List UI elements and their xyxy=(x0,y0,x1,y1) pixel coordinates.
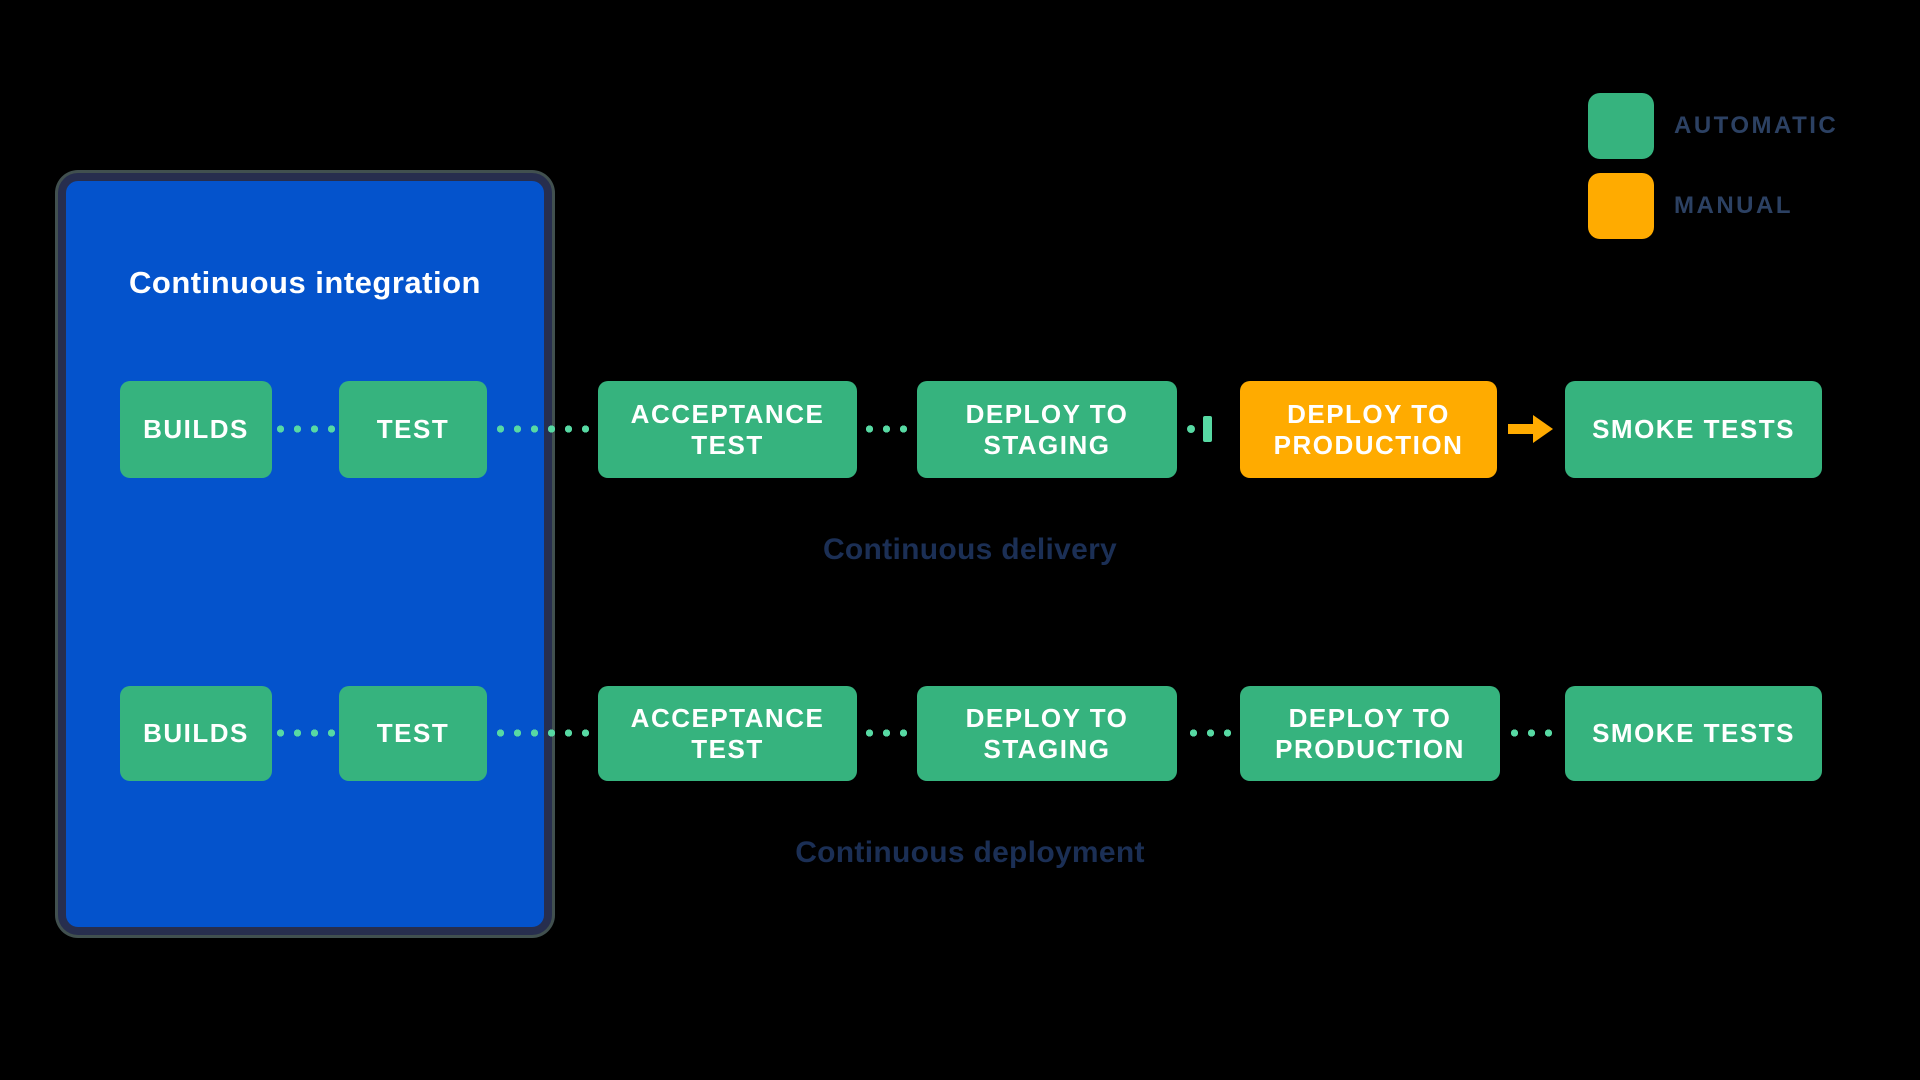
dotted-connector xyxy=(861,425,912,433)
dotted-connector xyxy=(1185,729,1236,737)
manual-arrow-icon xyxy=(1508,415,1553,443)
stage-builds-delivery: BUILDS xyxy=(120,381,272,478)
manual-gate-pause-bar xyxy=(1203,416,1212,442)
dotted-connector xyxy=(861,729,912,737)
stage-acceptance-test-delivery: ACCEPTANCE TEST xyxy=(598,381,857,478)
stage-deploy-staging-delivery: DEPLOY TO STAGING xyxy=(917,381,1177,478)
dotted-connector xyxy=(1506,729,1557,737)
stage-acceptance-test-deployment: ACCEPTANCE TEST xyxy=(598,686,857,781)
legend: AUTOMATIC MANUAL xyxy=(1588,93,1838,239)
legend-swatch-manual xyxy=(1588,173,1654,239)
stage-builds-deployment: BUILDS xyxy=(120,686,272,781)
stage-smoke-tests-deployment: SMOKE TESTS xyxy=(1565,686,1822,781)
continuous-deployment-caption: Continuous deployment xyxy=(795,836,1145,869)
dotted-connector xyxy=(272,425,340,433)
stage-test-delivery: TEST xyxy=(339,381,487,478)
continuous-integration-box: Continuous integration xyxy=(58,173,552,935)
stage-deploy-staging-deployment: DEPLOY TO STAGING xyxy=(917,686,1177,781)
legend-item-manual: MANUAL xyxy=(1588,173,1838,239)
continuous-integration-title: Continuous integration xyxy=(129,265,481,300)
stage-smoke-tests-delivery: SMOKE TESTS xyxy=(1565,381,1822,478)
stage-deploy-production-delivery: DEPLOY TO PRODUCTION xyxy=(1240,381,1497,478)
dotted-connector xyxy=(492,729,594,737)
legend-item-automatic: AUTOMATIC xyxy=(1588,93,1838,159)
stage-test-deployment: TEST xyxy=(339,686,487,781)
dotted-connector xyxy=(272,729,340,737)
dotted-connector xyxy=(492,425,594,433)
legend-label-manual: MANUAL xyxy=(1674,192,1793,219)
arrow-tail xyxy=(1508,424,1533,434)
stage-deploy-production-deployment: DEPLOY TO PRODUCTION xyxy=(1240,686,1500,781)
manual-gate-dot xyxy=(1187,425,1195,433)
continuous-delivery-caption: Continuous delivery xyxy=(822,533,1118,566)
legend-label-automatic: AUTOMATIC xyxy=(1674,112,1839,139)
legend-swatch-automatic xyxy=(1588,93,1654,159)
arrow-head xyxy=(1533,415,1553,443)
